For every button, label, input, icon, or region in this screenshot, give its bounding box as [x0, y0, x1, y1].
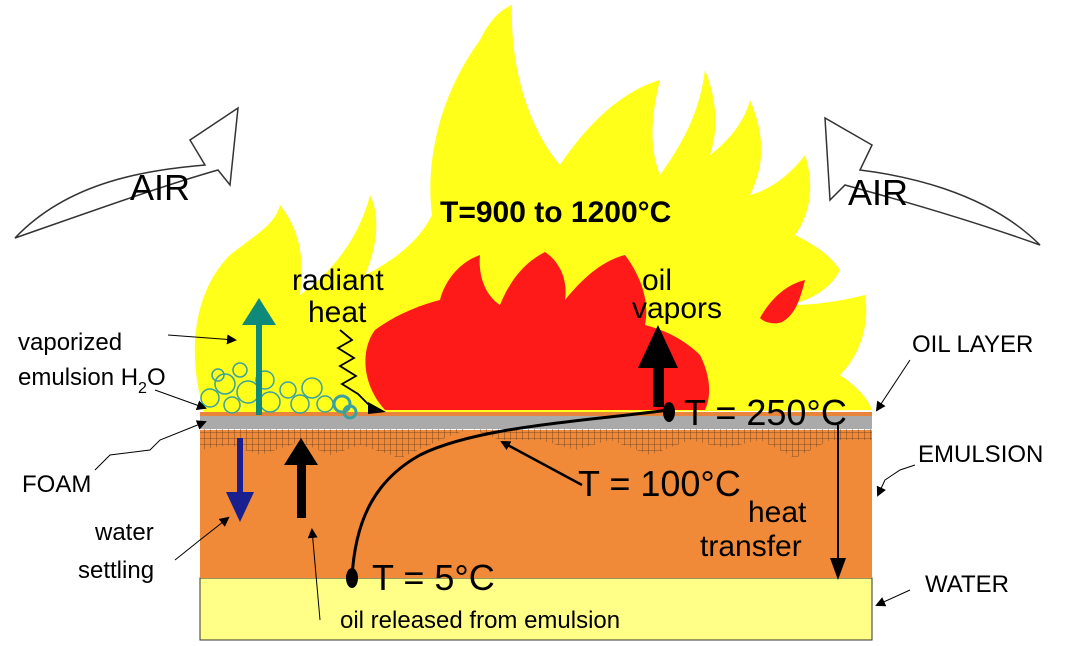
- emulsion-label: EMULSION: [918, 441, 1043, 468]
- inner-flame-small: [760, 280, 805, 324]
- air-label-right: AIR: [848, 172, 908, 213]
- temp-mid-label: T = 100°C: [578, 463, 741, 504]
- radiant-heat-zigzag: [336, 329, 379, 411]
- emulsion-layer: [200, 430, 872, 578]
- vaporized-label-1: vaporized: [18, 329, 122, 356]
- leader-lines: [94, 334, 916, 621]
- water-layer: [199, 577, 873, 641]
- foam-bubbles: [200, 362, 358, 420]
- outer-flame: [194, 5, 872, 415]
- temp-point-top: [663, 402, 675, 422]
- oil-vapors-arrow: [638, 325, 678, 407]
- air-arrow-right: [824, 116, 1041, 246]
- heat-transfer-label-1: heat: [748, 496, 807, 529]
- oil-layer-label: OIL LAYER: [912, 331, 1033, 358]
- oil-released-arrow: [284, 438, 318, 518]
- water-label: WATER: [925, 571, 1009, 598]
- settling-down-arrow: [226, 438, 254, 522]
- radiant-heat-arrowhead: [368, 402, 386, 414]
- vapor-up-arrow: [242, 298, 276, 415]
- foam-label: FOAM: [22, 471, 91, 498]
- temp-bottom-label: T = 5°C: [372, 557, 495, 598]
- inner-flame: [365, 252, 710, 410]
- flame-temperature-label: T=900 to 1200°C: [440, 196, 671, 229]
- temperature-curve: [350, 408, 669, 579]
- foam-band: [200, 428, 872, 458]
- oil-vapors-label-2: vapors: [632, 292, 722, 325]
- water-settling-label-1: water: [94, 519, 154, 546]
- oil-released-label: oil released from emulsion: [340, 607, 620, 634]
- temp-surface-label: T = 250°C: [684, 392, 847, 433]
- oil-film: [200, 412, 872, 416]
- water-settling-label-2: settling: [78, 557, 154, 584]
- oil-vapors-label-1: oil: [642, 264, 672, 297]
- radiant-heat-label-2: heat: [308, 296, 367, 329]
- air-label-left: AIR: [130, 167, 190, 208]
- radiant-heat-label-1: radiant: [292, 264, 384, 297]
- heat-transfer-arrowhead: [830, 558, 846, 580]
- oil-layer-band: [200, 415, 872, 429]
- heat-transfer-label-2: transfer: [700, 530, 802, 563]
- vaporized-label-2: emulsion H2O: [18, 364, 166, 397]
- temp-point-bottom: [346, 568, 358, 588]
- air-arrow-left: [14, 106, 239, 239]
